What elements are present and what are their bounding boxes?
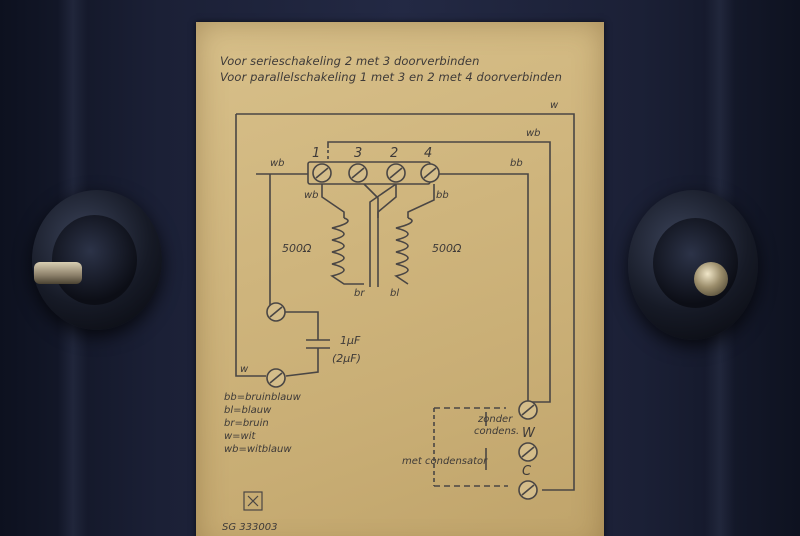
wiring-diagram <box>235 113 575 511</box>
terminal-1-label: 1 <box>312 146 321 161</box>
capacitor-value: 1µF <box>340 334 361 347</box>
label-w-bottom: w <box>240 364 249 375</box>
right-knob-inner <box>653 218 738 308</box>
terminal-2-label: 2 <box>390 146 399 161</box>
right-coil-resistance: 500Ω <box>432 242 462 255</box>
label-wb-coil: wb <box>304 190 319 201</box>
right-knob <box>628 190 758 340</box>
terminal-3-label: 3 <box>354 146 363 161</box>
header-line-1: Voor serieschakeling 2 met 3 doorverbind… <box>220 54 480 68</box>
legend-item: br=bruin <box>224 418 269 429</box>
legend-item: wb=witblauw <box>224 444 292 455</box>
label-wb-left: wb <box>270 158 285 169</box>
note-zonder: zonder <box>478 414 513 425</box>
legend-item: bb=bruinblauw <box>224 392 301 403</box>
label-br: br <box>354 288 365 299</box>
label-bb-right: bb <box>510 158 523 169</box>
legend-item: bl=blauw <box>224 405 272 416</box>
left-knob-inner <box>52 215 137 305</box>
legend-item: w=wit <box>224 431 256 442</box>
wiring-label: Voor serieschakeling 2 met 3 doorverbind… <box>196 22 604 536</box>
color-legend: bb=bruinblauw bl=blauw br=bruin w=wit wb… <box>224 392 301 457</box>
label-wb-top: wb <box>526 128 541 139</box>
terminal-c-label: C <box>522 464 532 479</box>
label-w-top: w <box>550 100 559 111</box>
header-line-2: Voor parallelschakeling 1 met 3 en 2 met… <box>220 70 562 84</box>
left-knob <box>32 190 162 330</box>
note-met-condensator: met condensator <box>402 456 488 467</box>
left-bolt <box>34 262 82 284</box>
note-condens: condens. <box>474 426 520 437</box>
left-coil-resistance: 500Ω <box>282 242 312 255</box>
footer-code: SG 333003 <box>222 522 278 533</box>
right-screw <box>694 262 728 296</box>
label-bl: bl <box>390 288 400 299</box>
terminal-w-label: W <box>522 426 535 441</box>
terminal-4-label: 4 <box>424 146 433 161</box>
label-bb-coil: bb <box>436 190 449 201</box>
capacitor-alt-value: (2µF) <box>332 352 361 365</box>
